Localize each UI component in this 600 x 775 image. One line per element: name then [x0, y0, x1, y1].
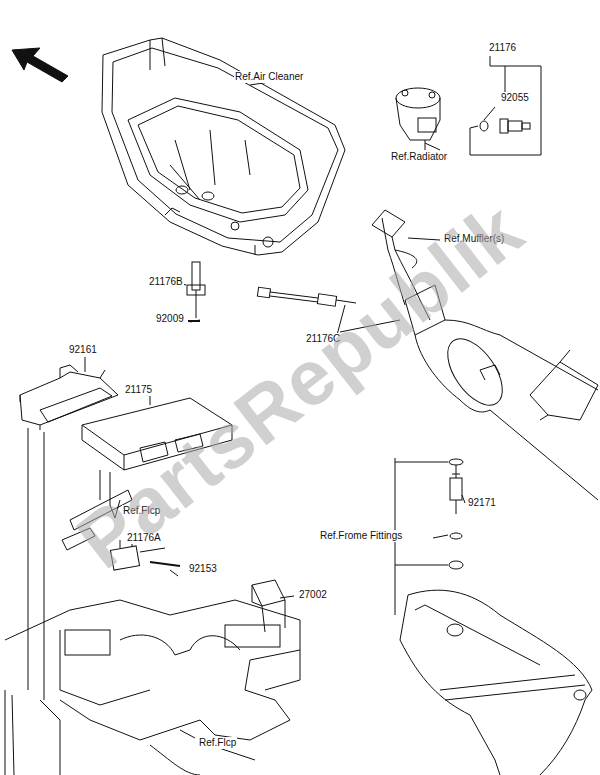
callout-number: Ref.Radiator [390, 151, 448, 163]
direction-arrow [12, 48, 68, 82]
callout-number: 92009 [155, 313, 185, 325]
callout-number: 92153 [188, 563, 218, 575]
callout-number: 92055 [500, 92, 530, 104]
air-cleaner [102, 38, 345, 255]
callout-number: Ref.Air Cleaner [234, 71, 304, 83]
radiator-housing [396, 88, 440, 150]
callout-number: 27002 [298, 589, 328, 601]
coolant-temp-sensor [470, 56, 545, 155]
callout-number: 21176 [488, 42, 517, 54]
callout-number: Ref.Flcp [198, 737, 237, 749]
callout-number: 21176B [148, 276, 184, 288]
callout-number: Ref.Frome Fittings [319, 530, 403, 542]
frame [5, 600, 300, 775]
relay [252, 580, 294, 632]
heat-shield [400, 590, 592, 775]
callout-number: 21175 [124, 384, 153, 396]
callout-number: 92161 [68, 344, 98, 356]
callout-number: 92171 [467, 497, 497, 509]
